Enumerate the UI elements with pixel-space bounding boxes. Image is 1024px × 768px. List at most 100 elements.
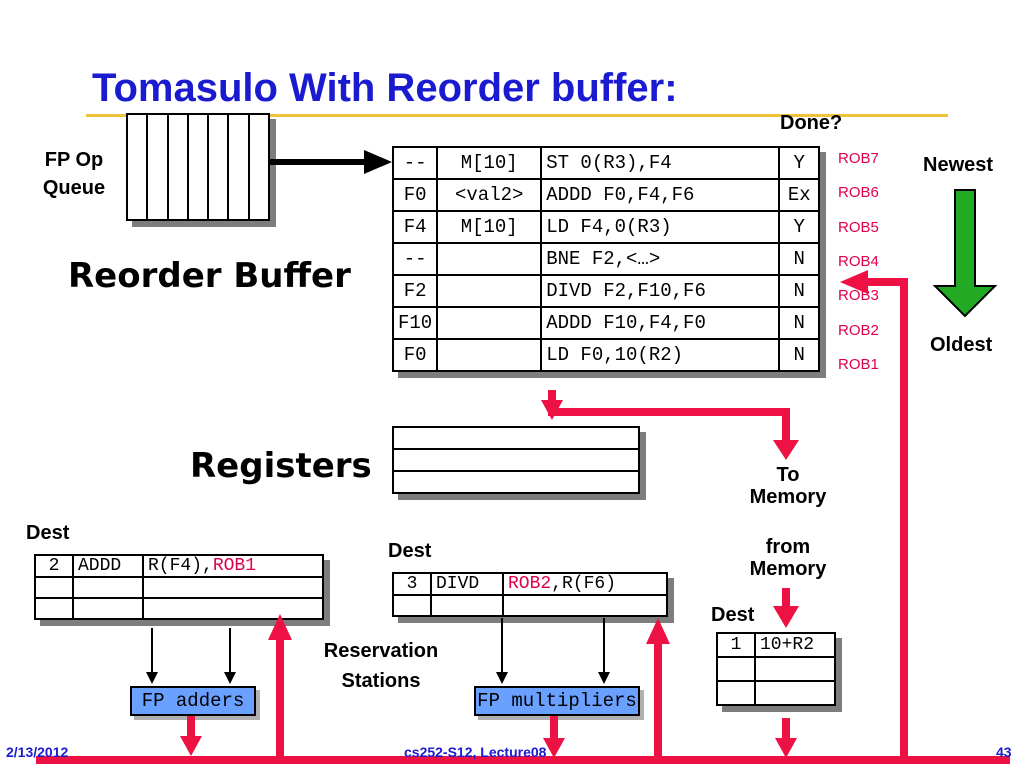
rob-value-cell: M[10]: [436, 146, 543, 180]
rs-source-reg: ,R(F6): [551, 574, 617, 594]
rob-dest-cell: F2: [391, 274, 439, 308]
reservation-stations-line2: Stations: [341, 670, 421, 692]
rob-done-cell: Y: [778, 210, 821, 244]
rob-tag-label: ROB6: [838, 184, 879, 202]
rob-done-cell: N: [778, 274, 821, 308]
rob-dest-cell: F4: [391, 210, 439, 244]
rob-done-cell: N: [778, 242, 821, 276]
rob-tag-label: ROB1: [838, 355, 879, 373]
fp-op-queue: [126, 113, 270, 221]
rob-instruction-cell: DIVD F2,F10,F6: [540, 274, 781, 308]
table-row: [716, 656, 836, 682]
table-row: F0 LD F0,10(R2)N: [391, 338, 821, 372]
table-row: [392, 594, 668, 617]
title-underline: [86, 114, 948, 117]
rs-source-reg: R(F4),: [148, 556, 213, 576]
rob-dest-cell: --: [391, 146, 439, 180]
from-memory-arrowhead: [773, 606, 799, 628]
rob-instruction-cell: ADDD F10,F4,F0: [540, 306, 781, 340]
rob-value-cell: <val2>: [436, 178, 543, 212]
rob-instruction-cell: ST 0(R3),F4: [540, 146, 781, 180]
multipliers-reservation-station: 3 DIVD ROB2,R(F6): [392, 572, 668, 617]
fp-multipliers-unit: FP multipliers: [474, 686, 640, 716]
queue-to-rob-arrowhead: [364, 150, 392, 174]
rs-op: DIVD: [430, 572, 504, 596]
rob-tag-label: ROB2: [838, 321, 879, 339]
fp-op-queue-label: FP Op Queue: [26, 146, 122, 202]
table-row: [34, 576, 324, 599]
from-memory-line1: from: [765, 536, 811, 558]
rob-done-cell: Y: [778, 146, 821, 180]
rs-source-rob: ROB1: [212, 556, 257, 576]
rob-dest-cell: F0: [391, 178, 439, 212]
rob-value-cell: [436, 338, 543, 372]
reorder-buffer-label: Reorder Buffer: [68, 256, 351, 296]
fp-op-queue-label-line2: Queue: [42, 177, 106, 199]
reservation-stations-line1: Reservation: [323, 640, 439, 662]
rs-source: R(F4),ROB1: [142, 554, 324, 578]
rob-value-cell: [436, 274, 543, 308]
multipliers-dest-label: Dest: [388, 540, 432, 562]
load-dest-label: Dest: [711, 604, 755, 626]
to-memory-label: To Memory: [728, 464, 848, 508]
rob-dest-cell: F10: [391, 306, 439, 340]
load-buffer: 1 10+R2: [716, 632, 836, 706]
to-memory-line1: To: [776, 464, 800, 486]
to-memory-arrowhead: [773, 440, 799, 460]
adders-dest-label: Dest: [26, 522, 70, 544]
slide-title: Tomasulo With Reorder buffer:: [92, 66, 678, 110]
footer-date: 2/13/2012: [6, 744, 69, 760]
adders-reservation-station: 2 ADDD R(F4),ROB1: [34, 554, 324, 620]
table-row: -- BNE F2,<…>N: [391, 242, 821, 276]
rob-dest-cell: --: [391, 242, 439, 276]
footer-page-number: 43: [996, 744, 1012, 760]
table-row: 2 ADDD R(F4),ROB1: [34, 554, 324, 578]
rob-tag-label: ROB5: [838, 218, 879, 236]
rob-done-cell: N: [778, 306, 821, 340]
rob-instruction-cell: BNE F2,<…>: [540, 242, 781, 276]
table-row: [34, 597, 324, 620]
to-memory-line2: Memory: [749, 486, 827, 508]
rs-source: ROB2,R(F6): [502, 572, 668, 596]
table-row: 3 DIVD ROB2,R(F6): [392, 572, 668, 596]
rob-instruction-cell: LD F4,0(R3): [540, 210, 781, 244]
rs-source-rob: ROB2: [508, 574, 552, 594]
rob-value-cell: [436, 306, 543, 340]
newest-label: Newest: [923, 154, 994, 176]
rs-tag: 3: [392, 572, 432, 596]
rob-dest-cell: F0: [391, 338, 439, 372]
rs-op: ADDD: [72, 554, 144, 578]
footer-course: cs252-S12, Lecture08: [404, 744, 547, 760]
from-memory-line2: Memory: [749, 558, 827, 580]
load-address: 10+R2: [754, 632, 836, 658]
rob-instruction-cell: ADDD F0,F4,F6: [540, 178, 781, 212]
rob-done-cell: Ex: [778, 178, 821, 212]
rob-value-cell: M[10]: [436, 210, 543, 244]
register-file: [392, 426, 640, 494]
newest-to-oldest-arrow: [932, 189, 998, 318]
rob-done-cell: N: [778, 338, 821, 372]
done-header: Done?: [780, 112, 843, 134]
rob-value-cell: [436, 242, 543, 276]
table-row: 1 10+R2: [716, 632, 836, 658]
table-row: [716, 680, 836, 706]
reservation-stations-label: Reservation Stations: [304, 636, 458, 696]
rob-tag-label: ROB7: [838, 150, 879, 167]
rob-instruction-cell: LD F0,10(R2): [540, 338, 781, 372]
cdb-to-rob-arrowhead: [840, 270, 868, 294]
rob-tag-label: ROB3: [838, 287, 879, 305]
fp-op-queue-label-line1: FP Op: [44, 149, 104, 171]
fp-adders-unit: FP adders: [130, 686, 256, 716]
from-memory-label: from Memory: [728, 536, 848, 580]
load-tag: 1: [716, 632, 756, 658]
registers-label: Registers: [190, 446, 372, 486]
oldest-label: Oldest: [930, 334, 993, 356]
rob-tag-label: ROB4: [838, 252, 879, 270]
